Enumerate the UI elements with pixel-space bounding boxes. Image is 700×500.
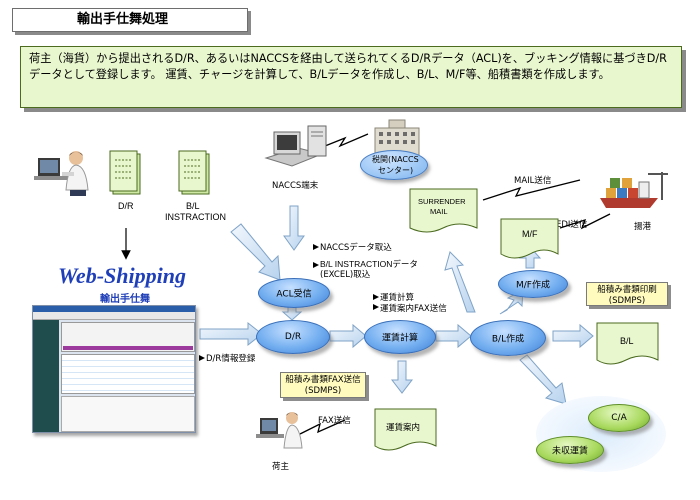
arrow-dr-to-freight: [329, 323, 367, 349]
ca-node-label: C/A: [611, 413, 627, 423]
mf-create-node: M/F作成: [498, 270, 568, 298]
shipper-person-icon: [34, 151, 89, 196]
naccs-terminal-icon: [264, 125, 327, 167]
bl-instruction-label-2: INSTRACTION: [165, 212, 227, 222]
dr-node: D/R: [256, 320, 330, 354]
bl-document-icon: [596, 322, 659, 365]
pointer-bl-import: [313, 262, 319, 268]
shipping-docs-print-box: 船積み書類印刷 (SDMPS): [586, 282, 668, 306]
port-label: 揚港: [634, 222, 652, 232]
bottom-shipper-person-icon: [256, 412, 303, 449]
freight-calc-label: 運賃計算: [380, 293, 415, 303]
mail-send-label: MAIL送信: [514, 176, 552, 186]
freight-notice-document-icon: [374, 408, 437, 451]
mf-create-node-label: M/F作成: [516, 280, 550, 291]
arrow-naccs-down: [283, 205, 305, 251]
page-title: 輸出手仕舞処理: [12, 8, 248, 32]
bl-instruction-document-icon: [178, 150, 210, 195]
naccs-terminal-label: NACCS端末: [272, 181, 319, 191]
uncollected-freight-label: 未収運賃: [551, 446, 588, 457]
arrow-bl-to-ca: [519, 354, 567, 405]
freight-fax-label: 運賃案内FAX送信: [380, 304, 447, 314]
fax-send-label: FAX送信: [318, 416, 351, 426]
pointer-freight-fax: [373, 304, 379, 310]
lightning-fax: [299, 419, 346, 435]
intro-text: 荷主（海貨）から提出されるD/R、あるいはNACCSを経由して送られてくるD/R…: [20, 46, 682, 108]
dr-node-label: D/R: [284, 332, 302, 342]
dr-document-icon: [109, 150, 141, 195]
edi-send-label: EDI送信: [556, 220, 588, 230]
screenshot-lower-panel: [61, 396, 195, 432]
freight-calc-node: 運賃計算: [364, 320, 436, 354]
bl-create-node-label: B/L作成: [491, 334, 525, 345]
arrow-bl-to-surrender: [444, 251, 476, 313]
arrow-freight-to-bl: [435, 323, 472, 349]
dr-register-label: D/R情報登録: [206, 354, 256, 364]
port-ship-icon: [600, 172, 668, 208]
customs-label-2: センター): [378, 166, 414, 175]
surrender-mail-label-1: SURRENDER: [418, 197, 466, 206]
arrow-bl-instruction-to-acl: [230, 223, 281, 281]
screenshot-sidebar: [33, 320, 59, 432]
print-box-label-1: 船積み書類印刷: [597, 285, 657, 295]
arrow-mf-up: [518, 246, 542, 269]
uncollected-freight-node: 未収運賃: [536, 436, 604, 464]
mf-document-label: M/F: [522, 229, 538, 239]
screenshot-titlebar: [33, 306, 195, 312]
bottom-shipper-label: 荷主: [272, 462, 290, 472]
pointer-freight-calc: [373, 294, 379, 300]
print-box-label-2: (SDMPS): [608, 296, 646, 306]
lightning-customs: [319, 133, 369, 149]
acl-receive-label: ACL受信: [276, 289, 312, 300]
web-shipping-title: Web-Shipping: [58, 263, 186, 288]
fax-box-label-1: 船積み書類FAX送信: [285, 375, 361, 385]
lightning-edi: [559, 213, 611, 230]
arrow-acl-to-dr: [281, 305, 303, 321]
fax-box-label-2: (SDMPS): [304, 386, 342, 396]
freight-notice-label: 運賃案内: [386, 423, 421, 433]
arrow-web-to-dr: [199, 321, 263, 347]
arrow-freight-down: [390, 360, 414, 394]
acl-receive-node: ACL受信: [258, 278, 330, 308]
dr-label: D/R: [118, 201, 134, 211]
mf-document-icon: [500, 218, 559, 259]
freight-calc-node-label: 運賃計算: [381, 333, 418, 344]
surrender-mail-document-icon: [409, 188, 478, 233]
pointer-dr-register: [199, 355, 205, 361]
lightning-mail: [482, 179, 581, 201]
customs-label-1: 税関(NACCS: [372, 155, 419, 164]
bl-import-label-1: B/L INSTRACTIONデータ: [320, 259, 418, 269]
screenshot-form-band: [63, 346, 193, 350]
ca-node: C/A: [588, 404, 650, 432]
naccs-import-label: NACCSデータ取込: [320, 243, 392, 253]
bl-import-label-2: (EXCEL)取込: [320, 270, 371, 280]
web-shipping-subtitle: 輸出手仕舞: [100, 294, 150, 305]
screenshot-menubar: [33, 312, 195, 320]
bl-instruction-label-1: B/L: [186, 201, 200, 211]
bl-create-node: B/L作成: [470, 320, 546, 356]
shipping-docs-fax-box: 船積み書類FAX送信 (SDMPS): [280, 372, 366, 398]
arrow-bl-to-bldoc: [552, 323, 594, 349]
bl-document-label: B/L: [620, 336, 634, 346]
customs-badge: [360, 150, 428, 180]
pointer-naccs-import: [313, 244, 319, 250]
surrender-mail-label-2: MAIL: [430, 207, 448, 216]
web-shipping-screenshot: [32, 305, 196, 433]
screenshot-grid: [61, 354, 195, 394]
